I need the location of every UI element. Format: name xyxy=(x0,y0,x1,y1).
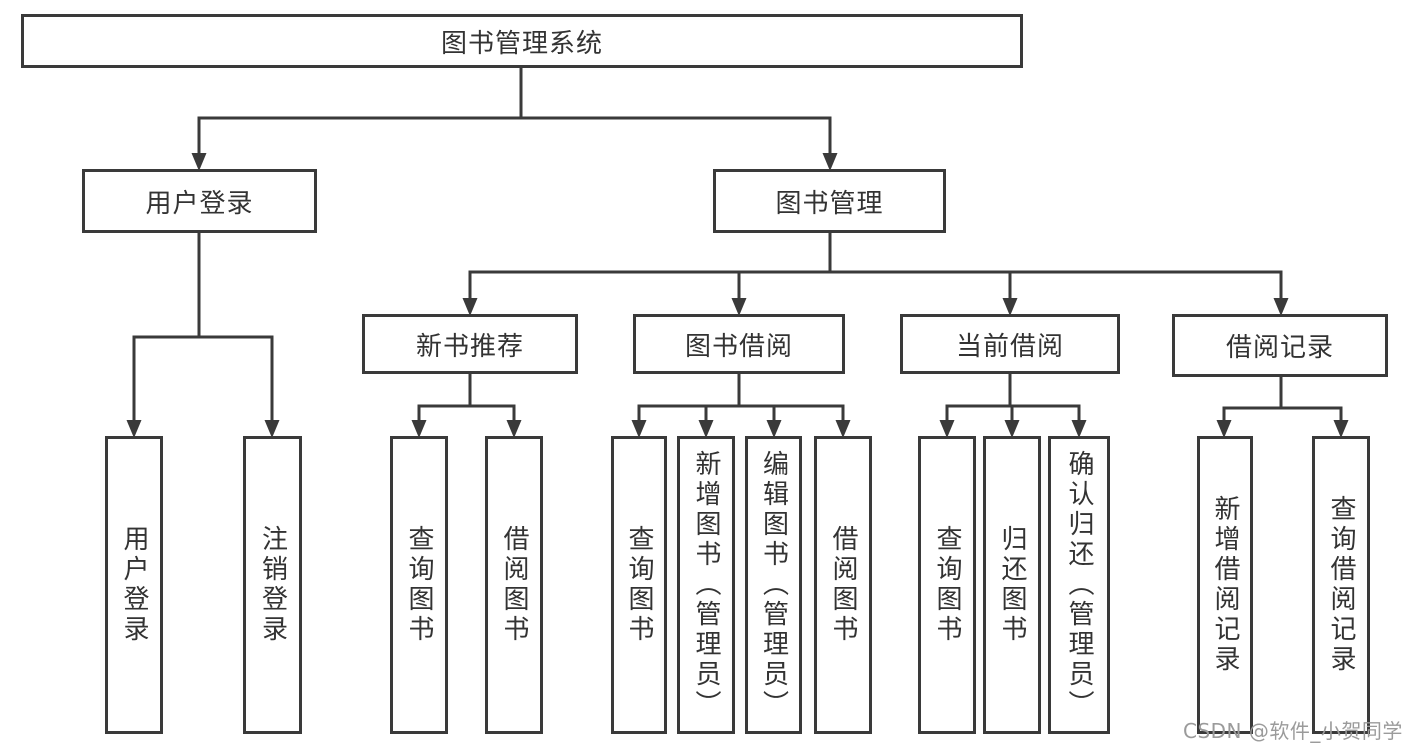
node-library-management-system: 图书管理系统 xyxy=(21,14,1023,68)
leaf-logout: 注销登录 xyxy=(243,436,302,734)
connectors-new-book-recommend-branch xyxy=(411,374,522,438)
arrow-down-icon xyxy=(1333,420,1349,438)
leaf-query-borrow-record: 查询借阅记录 xyxy=(1312,436,1370,734)
connectors-borrowing-records-branch xyxy=(1216,377,1349,438)
leaf-query-books-current: 查询图书 xyxy=(918,436,976,734)
leaf-user-login: 用户登录 xyxy=(105,436,163,734)
arrow-down-icon xyxy=(1004,420,1020,438)
arrow-down-icon xyxy=(1002,298,1018,316)
leaf-add-books-admin: 新增图书（管理员） xyxy=(677,436,735,734)
node-book-borrowing: 图书借阅 xyxy=(633,314,845,374)
node-label: 借阅图书 xyxy=(828,525,858,645)
node-new-book-recommend: 新书推荐 xyxy=(362,314,578,374)
leaf-confirm-return-admin: 确认归还（管理员） xyxy=(1048,436,1110,734)
leaf-query-books-borrowing: 查询图书 xyxy=(611,436,667,734)
connectors-root-to-level2 xyxy=(191,68,838,171)
node-label: 确认归还（管理员） xyxy=(1064,450,1094,720)
arrow-down-icon xyxy=(939,420,955,438)
node-book-management: 图书管理 xyxy=(713,169,946,233)
arrow-down-icon xyxy=(766,420,782,438)
leaf-return-books: 归还图书 xyxy=(983,436,1041,734)
node-label: 查询借阅记录 xyxy=(1326,495,1356,675)
arrow-down-icon xyxy=(506,420,522,438)
node-label: 查询图书 xyxy=(404,525,434,645)
node-current-borrowing: 当前借阅 xyxy=(900,314,1120,374)
node-label: 用户登录 xyxy=(145,188,254,219)
connectors-user-login-branch xyxy=(126,233,280,438)
node-label: 新增借阅记录 xyxy=(1210,495,1240,675)
arrow-down-icon xyxy=(191,153,207,171)
node-label: 新书推荐 xyxy=(415,331,524,362)
connectors-book-borrowing-branch xyxy=(631,374,851,438)
arrow-down-icon xyxy=(1273,298,1289,316)
connectors-current-borrowing-branch xyxy=(939,374,1087,438)
node-label: 查询图书 xyxy=(932,525,962,645)
arrow-down-icon xyxy=(731,298,747,316)
arrow-down-icon xyxy=(835,420,851,438)
csdn-watermark: CSDN @软件_小贺同学 xyxy=(1183,719,1403,743)
node-label: 查询图书 xyxy=(624,525,654,645)
arrow-down-icon xyxy=(411,420,427,438)
arrow-down-icon xyxy=(1071,420,1087,438)
node-label: 借阅记录 xyxy=(1225,333,1334,363)
arrow-down-icon xyxy=(462,298,478,316)
node-label: 当前借阅 xyxy=(955,331,1064,362)
leaf-add-borrow-record: 新增借阅记录 xyxy=(1197,436,1253,734)
node-user-login: 用户登录 xyxy=(82,169,317,233)
node-label: 图书管理 xyxy=(775,188,884,219)
leaf-borrow-books-recommend: 借阅图书 xyxy=(485,436,543,734)
arrow-down-icon xyxy=(1216,420,1232,438)
node-label: 图书管理系统 xyxy=(440,28,603,59)
leaf-edit-books-admin: 编辑图书（管理员） xyxy=(745,436,802,734)
node-label: 编辑图书（管理员） xyxy=(758,450,789,720)
arrow-down-icon xyxy=(264,420,280,438)
node-label: 用户登录 xyxy=(119,525,149,645)
leaf-query-books-recommend: 查询图书 xyxy=(390,436,448,734)
node-borrowing-records: 借阅记录 xyxy=(1172,314,1388,377)
node-label: 注销登录 xyxy=(257,525,288,645)
arrow-down-icon xyxy=(822,153,838,171)
arrow-down-icon xyxy=(126,420,142,438)
connectors-book-management-to-level3 xyxy=(462,233,1289,316)
arrow-down-icon xyxy=(631,420,647,438)
leaf-borrow-books: 借阅图书 xyxy=(814,436,872,734)
node-label: 借阅图书 xyxy=(499,525,529,645)
node-label: 新增图书（管理员） xyxy=(691,450,721,720)
arrow-down-icon xyxy=(698,420,714,438)
node-label: 归还图书 xyxy=(997,525,1027,645)
node-label: 图书借阅 xyxy=(684,331,793,362)
